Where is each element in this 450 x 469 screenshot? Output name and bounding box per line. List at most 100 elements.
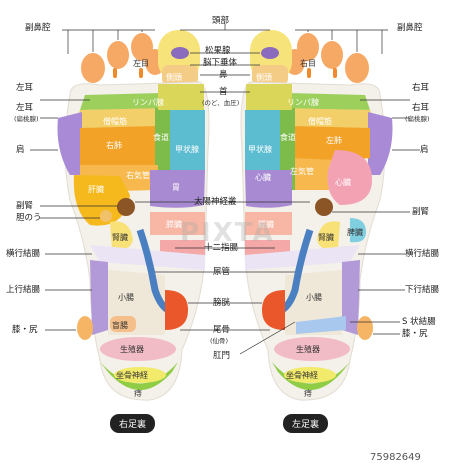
label-left-adrenal: 副腎 — [16, 201, 34, 211]
stock-id: 75982649 — [370, 452, 421, 463]
zone-label-kidney: 腎臓 — [112, 232, 128, 242]
zone-label-small-intestine: 小腸 — [118, 293, 134, 302]
zone-label-eye-l: 右目 — [300, 58, 316, 68]
right-sole-foot — [57, 30, 210, 401]
zone-label-hemorrhoid: 痔 — [134, 388, 142, 398]
label-right-shoulder: 肩 — [420, 145, 429, 155]
label-left-ear2-sub: (扁桃腺) — [14, 115, 39, 123]
zone-label-heart: 心臓 — [335, 177, 351, 187]
zone-label-trachea-r: 左気管 — [290, 166, 314, 176]
zone-label-genital: 生殖器 — [120, 344, 144, 354]
zone-label-thyroid-r: 甲状腺 — [248, 144, 272, 154]
watermark: PIXTA — [180, 218, 275, 248]
label-ureter: 尿管 — [213, 267, 231, 277]
pancreas-zone — [150, 212, 205, 235]
zone-label-spleen: 脾臓 — [347, 227, 363, 237]
label-duodenum: 十二指腸 — [204, 243, 239, 253]
sciatic-inner — [114, 367, 166, 383]
zone-label-temple: 側頭 — [166, 72, 182, 82]
genital-zone-r — [274, 337, 350, 361]
esophagus-zone-r — [280, 108, 295, 190]
label-left-knee: 膝・尻 — [12, 325, 38, 335]
label-right-knee: 膝・尻 — [402, 329, 428, 339]
label-anus: 肛門 — [213, 351, 231, 361]
duodenum-zone — [160, 240, 205, 255]
label-head: 頭部 — [212, 16, 230, 26]
descending-colon-zone — [342, 260, 360, 335]
zone-label-trapezius: 僧帽筋 — [103, 116, 127, 126]
label-pituitary: 脳下垂体 — [203, 58, 238, 68]
genital-zone — [100, 337, 176, 361]
liver-zone — [73, 175, 130, 226]
trapezius-zone — [72, 108, 168, 130]
zone-label-sciatic-r: 坐骨神経 — [286, 370, 318, 380]
knee-zone — [77, 316, 93, 340]
left-sole-foot — [240, 30, 393, 401]
thyroid-zone — [170, 108, 205, 172]
trachea-zone-r — [295, 158, 335, 190]
zone-label-stomach: 胃 — [172, 183, 180, 192]
bladder-zone-r — [262, 290, 285, 330]
kidney-zone-r — [317, 221, 340, 251]
zone-label-eye-r: 左目 — [133, 58, 149, 68]
zone-label-lymph: リンパ腺 — [132, 97, 164, 107]
trapezius-zone-r — [282, 108, 378, 130]
thyroid-zone-r — [245, 108, 280, 172]
sciatic-zone-r — [272, 362, 350, 390]
caption-left-sole: 左足裏 — [283, 414, 329, 433]
zone-label-cecum: 盲腸 — [112, 320, 128, 330]
kidney-zone — [110, 221, 133, 251]
ureter-line — [136, 228, 171, 313]
zone-label-sciatic: 坐骨神経 — [116, 370, 148, 380]
label-left-ear: 左耳 — [16, 83, 34, 93]
label-right-sigmoid: S 状結腸 — [402, 317, 436, 327]
label-left-gallbladder: 胆のう — [16, 213, 42, 223]
label-right-ear2-sub: (扁桃腺) — [405, 115, 430, 123]
cecum-zone — [110, 316, 136, 332]
label-coccyx: 尾骨 — [213, 325, 231, 335]
label-coccyx-sub: (仙骨) — [210, 337, 229, 345]
label-right-descending-colon: 下行結腸 — [405, 285, 440, 295]
label-solar-plexus: 太陽神経叢 — [194, 197, 237, 207]
label-nose: 鼻 — [219, 70, 228, 80]
esophagus-zone — [155, 108, 170, 190]
stomach-zone-r — [245, 170, 292, 208]
zone-label-esophagus-r: 食道 — [280, 132, 296, 142]
zone-label-hemorrhoid-r: 痔 — [304, 388, 312, 398]
label-right-adrenal: 副腎 — [412, 207, 430, 217]
label-neck-sub: (のど、血圧) — [202, 99, 240, 107]
pineal-zone-r — [261, 47, 279, 59]
zone-label-temple-r: 側頭 — [256, 72, 272, 82]
adrenal-zone — [117, 198, 135, 216]
sciatic-zone — [100, 362, 178, 390]
temple-zone — [162, 65, 198, 85]
eye-mark-r1 — [333, 68, 337, 78]
label-left-transverse-colon: 横行結腸 — [6, 249, 41, 259]
label-pineal: 松果腺 — [205, 46, 231, 56]
zone-label-thyroid: 甲状腺 — [175, 144, 199, 154]
zone-label-liver: 肝臓 — [88, 184, 104, 194]
ureter-line-r — [279, 228, 314, 313]
neck-zone-r — [246, 84, 292, 110]
zone-label-lung-r: 右肺 — [106, 140, 122, 150]
sciatic-inner-r — [284, 367, 336, 383]
ascending-colon-zone — [90, 260, 108, 335]
lung-zone-r — [292, 126, 370, 160]
knee-zone-r — [357, 316, 373, 340]
bladder-zone — [165, 290, 188, 330]
zone-label-kidney-r: 腎臓 — [318, 232, 334, 242]
label-neck: 首 — [219, 87, 228, 97]
sigmoid-zone — [296, 316, 346, 334]
toe-fourth-r — [321, 41, 343, 69]
zone-label-genital-r: 生殖器 — [296, 344, 320, 354]
pancreas-zone-r — [245, 212, 292, 235]
caption-right-sole: 右足裏 — [110, 414, 156, 433]
label-left-shoulder: 肩 — [16, 145, 25, 155]
zone-label-pancreas-r: 膵臓 — [258, 219, 274, 229]
label-sinus-right: 副鼻腔 — [397, 23, 423, 33]
gallbladder-zone — [100, 210, 112, 222]
heart-zone — [327, 150, 372, 205]
toe-little — [81, 53, 105, 83]
eye-mark-1 — [113, 68, 117, 78]
